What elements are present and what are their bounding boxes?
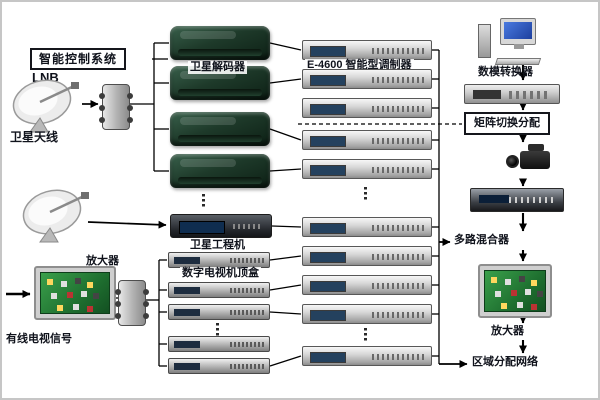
modulator-device xyxy=(302,346,432,366)
splitter xyxy=(115,280,149,326)
modulator-device xyxy=(302,246,432,266)
multiswitch-splitter xyxy=(99,84,133,130)
multiplexer-label: 多路混合器 xyxy=(454,234,509,246)
set-top-box-device xyxy=(168,358,270,374)
da-converter-device xyxy=(464,84,560,104)
set-top-box-device xyxy=(168,336,270,352)
satellite-dish-icon xyxy=(12,79,79,133)
amplifier-top-label: 放大器 xyxy=(86,255,119,267)
pc-tower-icon xyxy=(478,24,491,58)
ellipsis-dots xyxy=(202,194,205,207)
amplifier-board xyxy=(34,266,116,320)
modulator-device xyxy=(302,275,432,295)
satellite-decoder-label: 卫星解码器 xyxy=(188,61,247,75)
modulator-device xyxy=(302,159,432,179)
set-top-box-device xyxy=(168,282,270,298)
video-camera-icon xyxy=(506,142,552,178)
modulator-device xyxy=(302,304,432,324)
da-converter-label: 数模转换器 xyxy=(478,66,533,78)
modulator-device xyxy=(302,217,432,237)
modulator-device xyxy=(302,98,432,118)
modulator-device xyxy=(302,69,432,89)
satellite-antenna-label: 卫星天线 xyxy=(10,130,59,144)
ellipsis-dots xyxy=(364,328,367,341)
set-top-box-device xyxy=(168,252,270,268)
av-mixer-device xyxy=(470,188,564,212)
cable-signal-label: 有线电视信号 xyxy=(6,333,72,345)
control-system-label: 智能控制系统 xyxy=(30,48,127,71)
satellite-engineering-device xyxy=(170,214,272,238)
pc-keyboard-icon xyxy=(494,58,542,65)
control-computer xyxy=(478,18,562,66)
modulator-device xyxy=(302,130,432,150)
modulator-device xyxy=(302,40,432,60)
pc-monitor-icon xyxy=(500,18,536,49)
satellite-decoder-device xyxy=(170,154,270,188)
modulator-label: E-4600 智能型调制器 xyxy=(305,59,414,73)
satellite-dish-icon xyxy=(22,189,89,243)
amplifier-bottom-label: 放大器 xyxy=(491,325,524,337)
ellipsis-dots xyxy=(364,187,367,200)
amplifier-board xyxy=(478,264,552,318)
satellite-decoder-device xyxy=(170,26,270,60)
matrix-switch-label: 矩阵切换分配 xyxy=(464,112,550,136)
distribution-network-label: 区域分配网络 xyxy=(472,356,538,368)
stb-label: 数字电视机顶盒 xyxy=(180,267,261,281)
engineering-receiver-label: 卫星工程机 xyxy=(190,239,245,251)
satellite-decoder-device xyxy=(170,112,270,146)
ellipsis-dots xyxy=(216,323,219,336)
set-top-box-device xyxy=(168,304,270,320)
